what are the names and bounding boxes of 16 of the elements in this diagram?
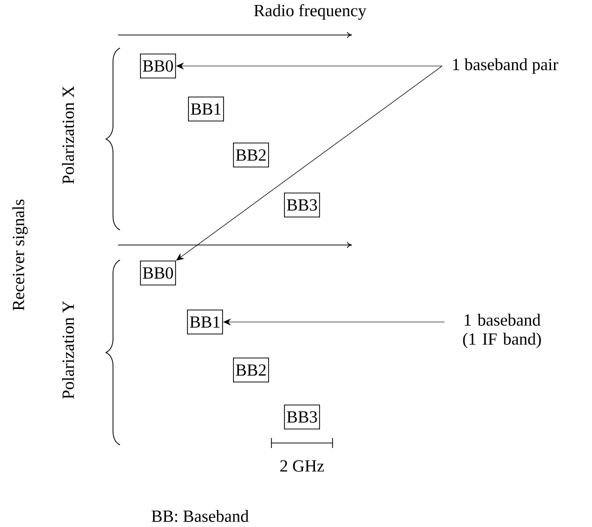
baseband-box: BB1 bbox=[187, 310, 223, 334]
axis-label: Receiver signals bbox=[12, 200, 28, 310]
legend-note: BB: Baseband bbox=[152, 510, 249, 522]
baseband-box: BB0 bbox=[140, 54, 176, 78]
baseband-box: BB3 bbox=[284, 192, 320, 218]
baseband-box: BB2 bbox=[233, 358, 269, 382]
axis-label: Radio frequency bbox=[254, 4, 366, 20]
baseband-box: BB3 bbox=[284, 404, 320, 430]
baseband-box: BB2 bbox=[233, 142, 269, 168]
group-label: Polarization X bbox=[62, 86, 74, 184]
callout-text: 1 baseband pair bbox=[453, 58, 558, 74]
baseband-box: BB1 bbox=[188, 96, 224, 122]
group-label: Polarization Y bbox=[62, 301, 74, 399]
callout-text: 1 baseband (1 IF band) bbox=[463, 314, 541, 348]
baseband-box: BB0 bbox=[140, 260, 176, 286]
dimension-label: 2 GHz bbox=[280, 460, 324, 472]
